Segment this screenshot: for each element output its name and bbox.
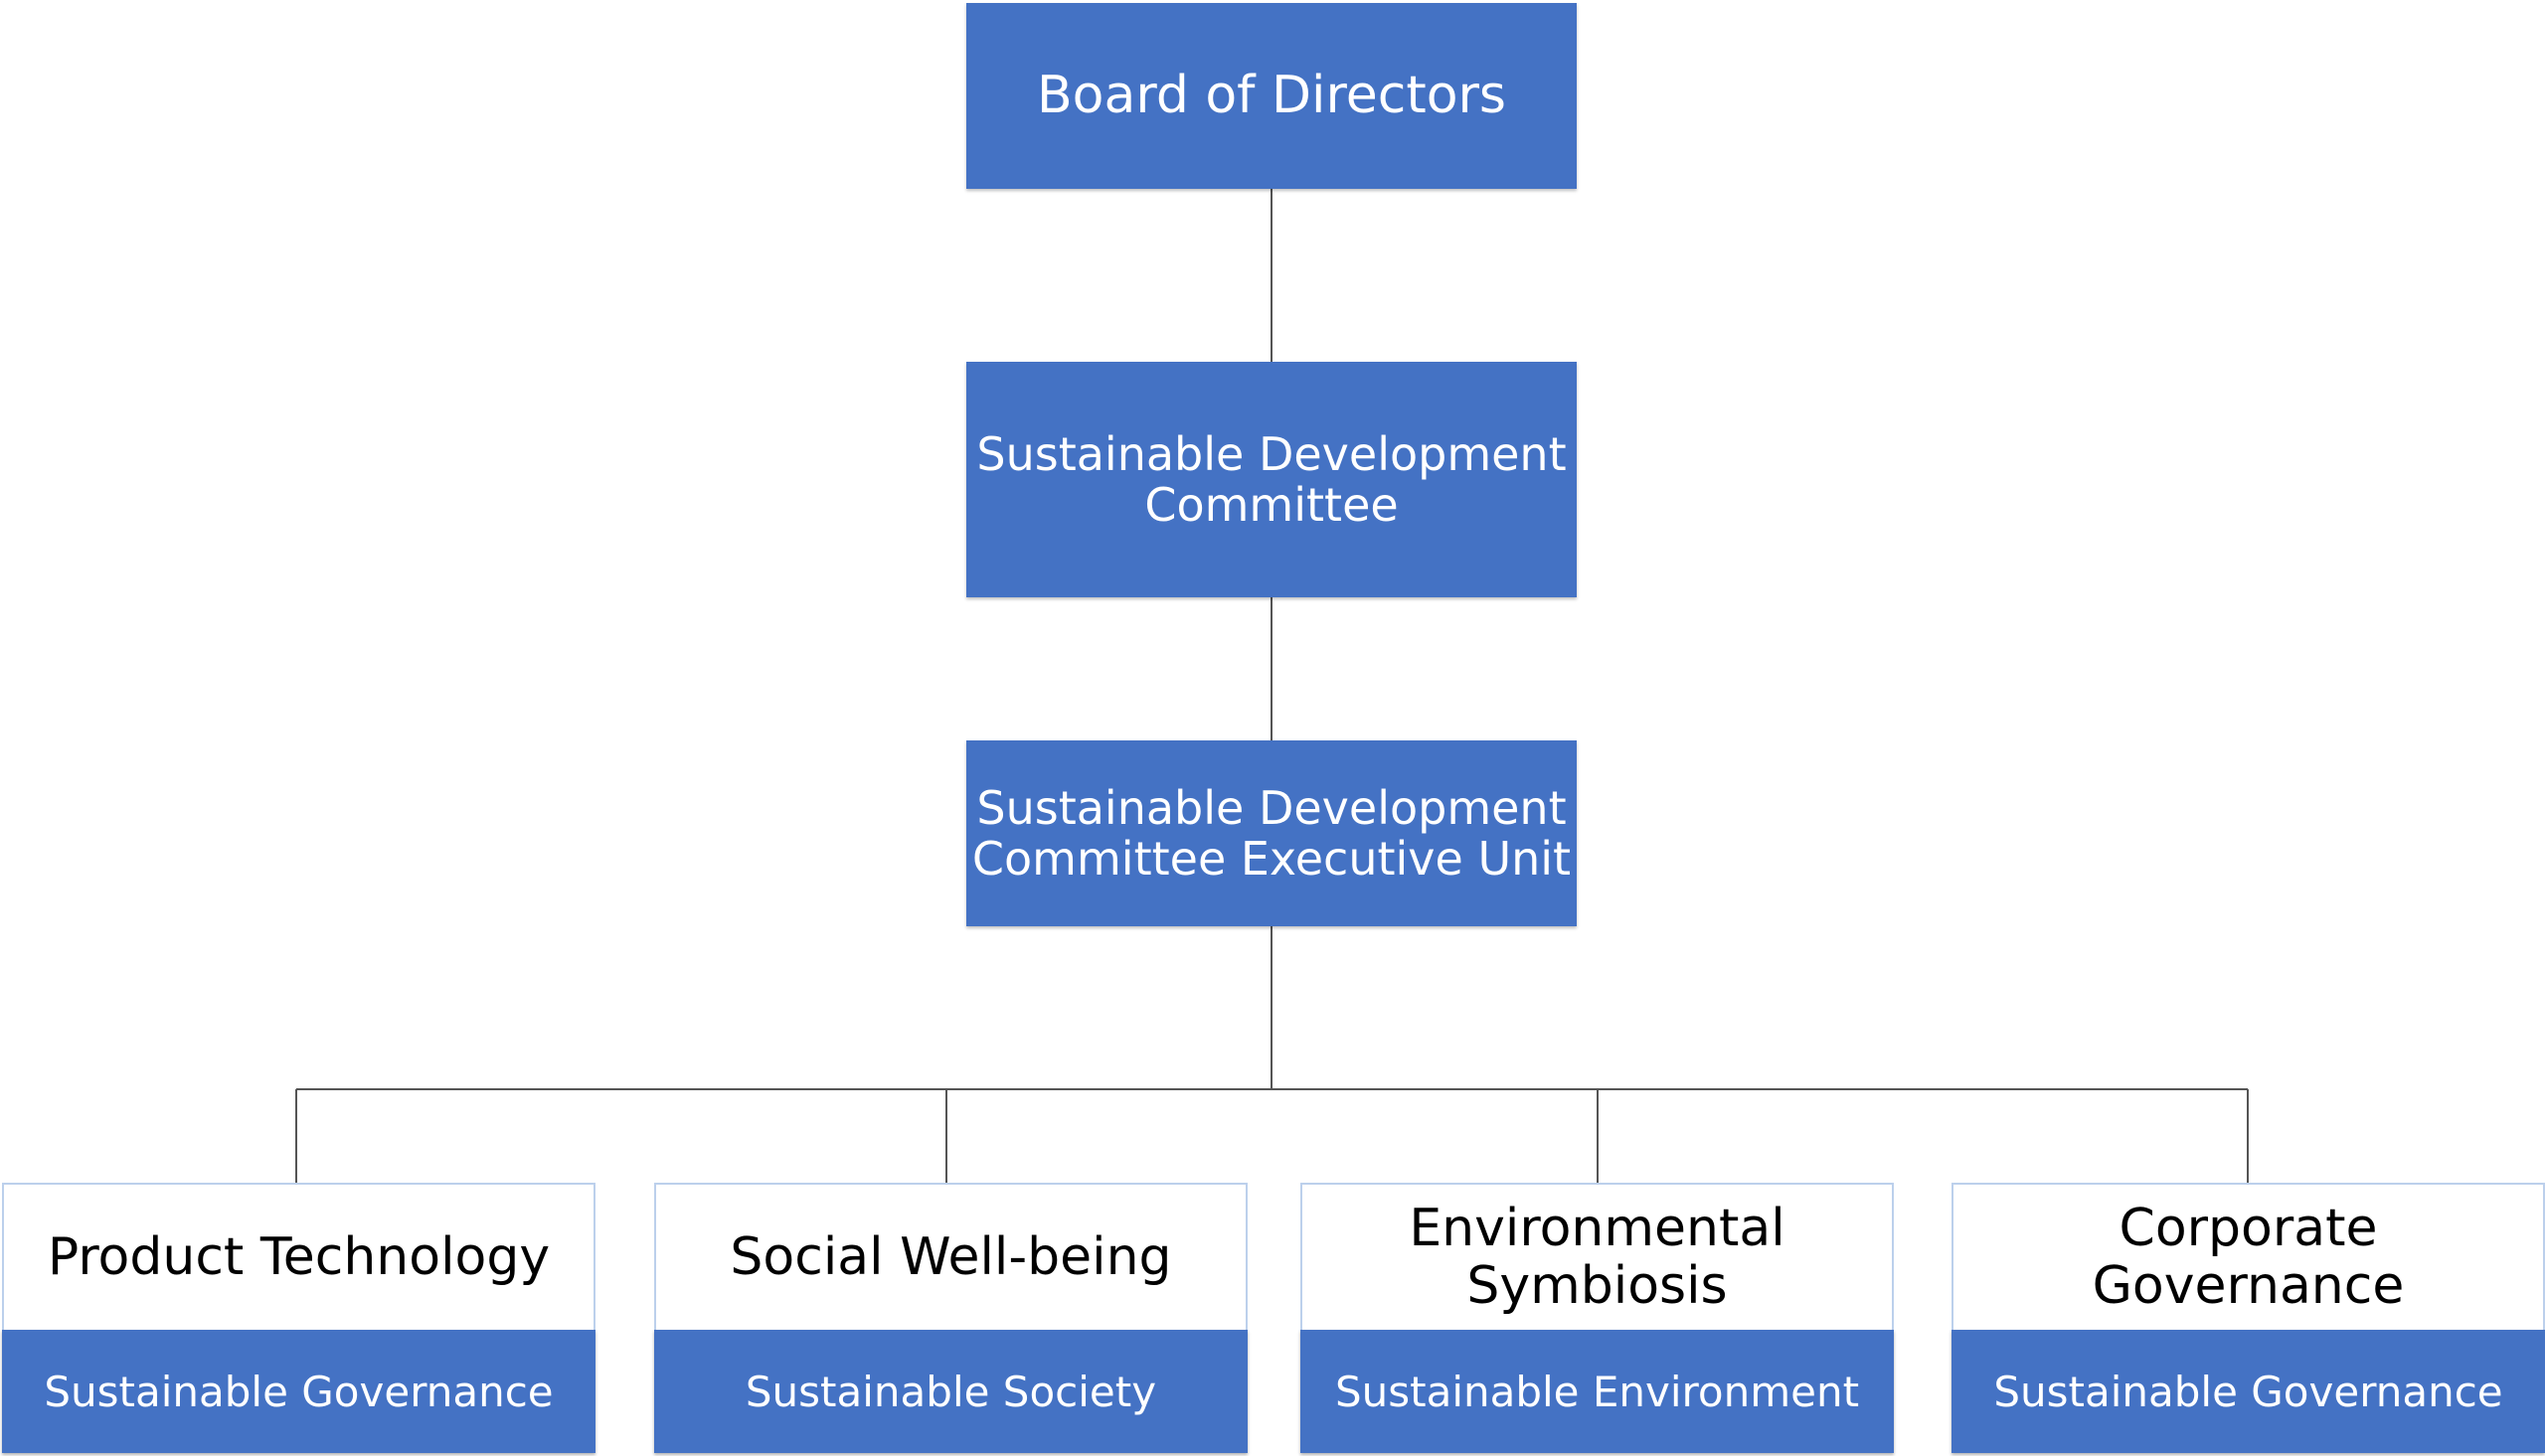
sustainable-development-committee-box: Sustainable Development Committee	[966, 362, 1577, 597]
pillar-category: Sustainable Governance	[44, 1367, 554, 1416]
pillar-environmental-symbiosis: Environmental Symbiosis Sustainable Envi…	[1300, 1183, 1894, 1453]
pillar-title: Product Technology	[47, 1226, 551, 1287]
pillar-product-technology: Product Technology Sustainable Governanc…	[2, 1183, 595, 1453]
pillar-title-box: Product Technology	[4, 1185, 594, 1330]
pillar-title: Social Well-being	[730, 1226, 1172, 1287]
pillar-title-box: Social Well-being	[656, 1185, 1246, 1330]
pillar-title: Corporate Governance	[2092, 1198, 2405, 1316]
board-of-directors-box: Board of Directors	[966, 3, 1577, 189]
pillar-category-box: Sustainable Governance	[1951, 1330, 2545, 1453]
pillar-social-well-being: Social Well-being Sustainable Society	[654, 1183, 1248, 1453]
pillar-corporate-governance: Corporate Governance Sustainable Governa…	[1951, 1183, 2545, 1453]
pillar-category-box: Sustainable Environment	[1300, 1330, 1894, 1453]
board-of-directors-label: Board of Directors	[1037, 65, 1506, 125]
committee-label: Sustainable Development Committee	[976, 426, 1567, 532]
pillar-category: Sustainable Society	[745, 1367, 1157, 1416]
pillar-category: Sustainable Environment	[1334, 1367, 1860, 1416]
pillar-category-box: Sustainable Governance	[2, 1330, 595, 1453]
pillar-title: Environmental Symbiosis	[1409, 1198, 1785, 1316]
pillar-category-box: Sustainable Society	[654, 1330, 1248, 1453]
pillar-title-box: Environmental Symbiosis	[1302, 1185, 1892, 1330]
executive-unit-box: Sustainable Development Committee Execut…	[966, 740, 1577, 926]
executive-unit-label: Sustainable Development Committee Execut…	[971, 780, 1572, 886]
pillar-category: Sustainable Governance	[1993, 1367, 2503, 1416]
pillar-title-box: Corporate Governance	[1953, 1185, 2543, 1330]
